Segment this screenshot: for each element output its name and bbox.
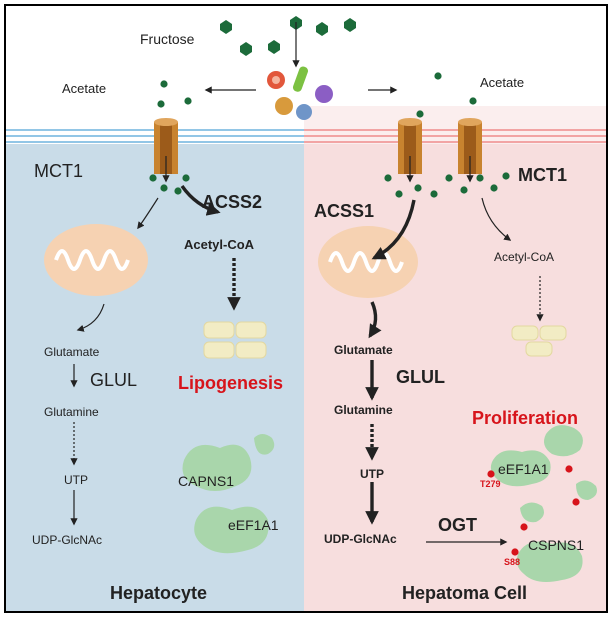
protein-blobs-left [182,434,275,554]
acetate-label-right: Acetate [480,75,525,90]
hepatocyte-label: Hepatocyte [110,583,208,603]
diagram-canvas [6,16,606,611]
hepatoma-cell-label: Hepatoma Cell [402,583,528,603]
cspns1-label: CSPNS1 [528,537,585,553]
lipid-droplets-right [511,325,567,357]
gut-microbes [267,66,333,120]
mct1-label-left: MCT1 [34,161,83,181]
right-panel-bg [304,144,606,611]
mct1-label-right: MCT1 [518,165,567,185]
eef1a1-label-right: eEF1A1 [498,461,549,477]
mct1-channel-right-1 [398,118,422,174]
lipogenesis-label: Lipogenesis [178,373,284,393]
ogt-label: OGT [438,515,477,535]
glul-label-right: GLUL [396,367,445,387]
acss2-label: ACSS2 [202,192,263,212]
glutamate-label-left: Glutamate [44,345,100,359]
acetyl-coa-label-right: Acetyl-CoA [494,250,555,264]
glutamine-label-left: Glutamine [44,405,99,419]
glul-label-left: GLUL [90,370,138,390]
proliferation-label: Proliferation [472,408,579,428]
acetate-label-left: Acetate [62,81,107,96]
acss1-label: ACSS1 [314,201,375,221]
membrane-right [304,129,606,143]
lipid-droplets-left [203,321,267,359]
protein-blobs-right [490,425,597,582]
s88-site-label: S88 [504,557,521,567]
pathway-arrows [70,22,544,546]
extracellular-right-tint [304,106,606,144]
utp-label-left: UTP [64,473,88,487]
fructose-label: Fructose [140,31,195,47]
acetate-dots [149,72,510,198]
udp-glcnac-label-right: UDP-GlcNAc [324,532,397,546]
glutamine-label-right: Glutamine [334,403,393,417]
glcnac-sites [487,465,580,556]
fructose-molecules [220,16,356,56]
acetyl-coa-label-left: Acetyl-CoA [184,237,255,252]
figure-frame: Fructose Acetate Acetate MCT1 ACSS2 Acet… [4,4,608,613]
bold-arrows [180,185,416,525]
mitochondrion-left [44,224,148,296]
udp-glcnac-label-left: UDP-GlcNAc [32,533,103,547]
utp-label-right: UTP [360,467,384,481]
glutamate-label-right: Glutamate [334,343,393,357]
mitochondrion-right [318,226,418,298]
t279-site-label: T279 [480,479,501,489]
eef1a1-label-left: eEF1A1 [228,517,279,533]
capns1-label: CAPNS1 [178,473,235,489]
